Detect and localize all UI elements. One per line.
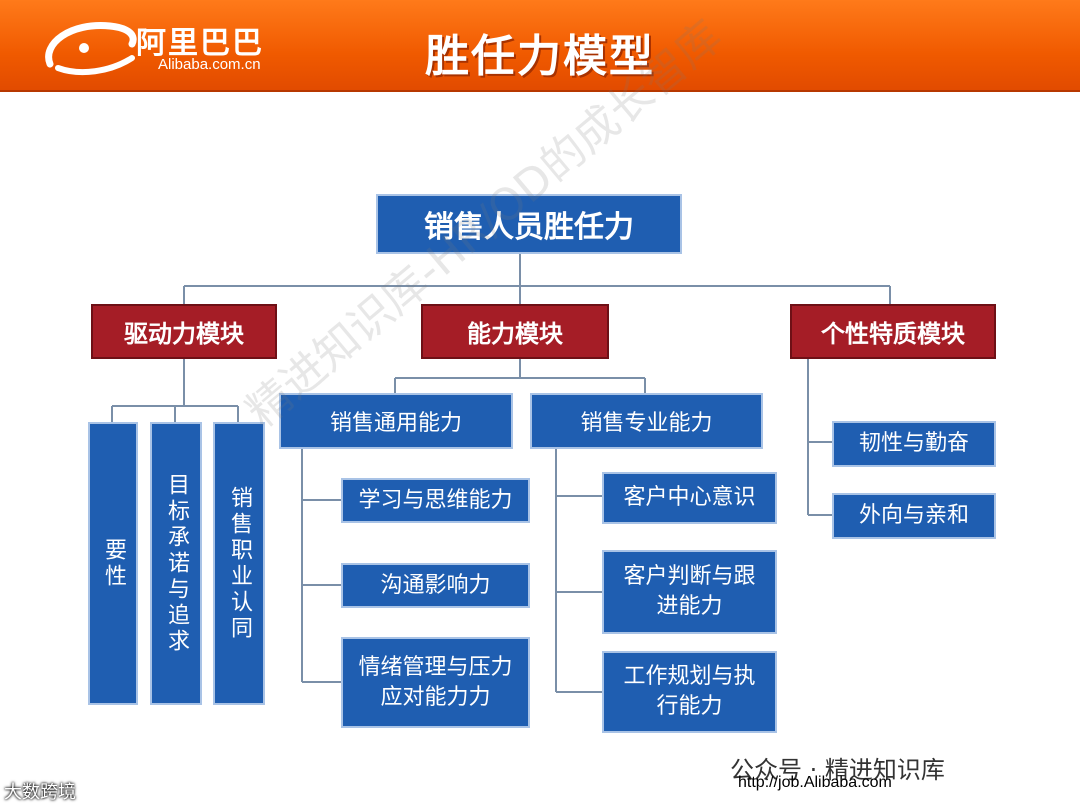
logo-english-text: Alibaba.com.cn: [158, 56, 261, 73]
professional-item-1: 客户中心意识: [602, 472, 777, 524]
personality-item-2: 外向与亲和: [832, 493, 996, 539]
page-title: 胜任力模型: [425, 31, 655, 82]
root-node: 销售人员胜任力: [376, 194, 682, 254]
alibaba-logo: 阿里巴巴 Alibaba.com.cn: [40, 14, 280, 78]
personality-item-1: 韧性与勤奋: [832, 421, 996, 467]
ability-general: 销售通用能力: [279, 393, 513, 449]
drive-item-2: 目标承诺与追求: [150, 422, 202, 705]
alibaba-smile-icon: [45, 22, 137, 76]
module-ability: 能力模块: [421, 304, 609, 359]
drive-item-1: 要性: [88, 422, 138, 705]
module-personality: 个性特质模块: [790, 304, 996, 359]
logo-chinese-text: 阿里巴巴: [136, 26, 264, 61]
general-item-3: 情绪管理与压力应对能力力: [341, 637, 530, 728]
general-item-1: 学习与思维能力: [341, 478, 530, 523]
general-item-2: 沟通影响力: [341, 563, 530, 608]
source-badge: 大数跨境: [4, 782, 76, 803]
professional-item-3: 工作规划与执行能力: [602, 651, 777, 733]
ability-professional: 销售专业能力: [530, 393, 763, 449]
module-drive: 驱动力模块: [91, 304, 277, 359]
professional-item-2: 客户判断与跟进能力: [602, 550, 777, 634]
footer-url: http://job.Alibaba.com: [738, 774, 892, 791]
header-bar: 阿里巴巴 Alibaba.com.cn 胜任力模型: [0, 0, 1080, 92]
wechat-account-label: 公众号 · 精进知识库: [730, 756, 945, 784]
drive-item-3: 销售职业认同: [213, 422, 265, 705]
